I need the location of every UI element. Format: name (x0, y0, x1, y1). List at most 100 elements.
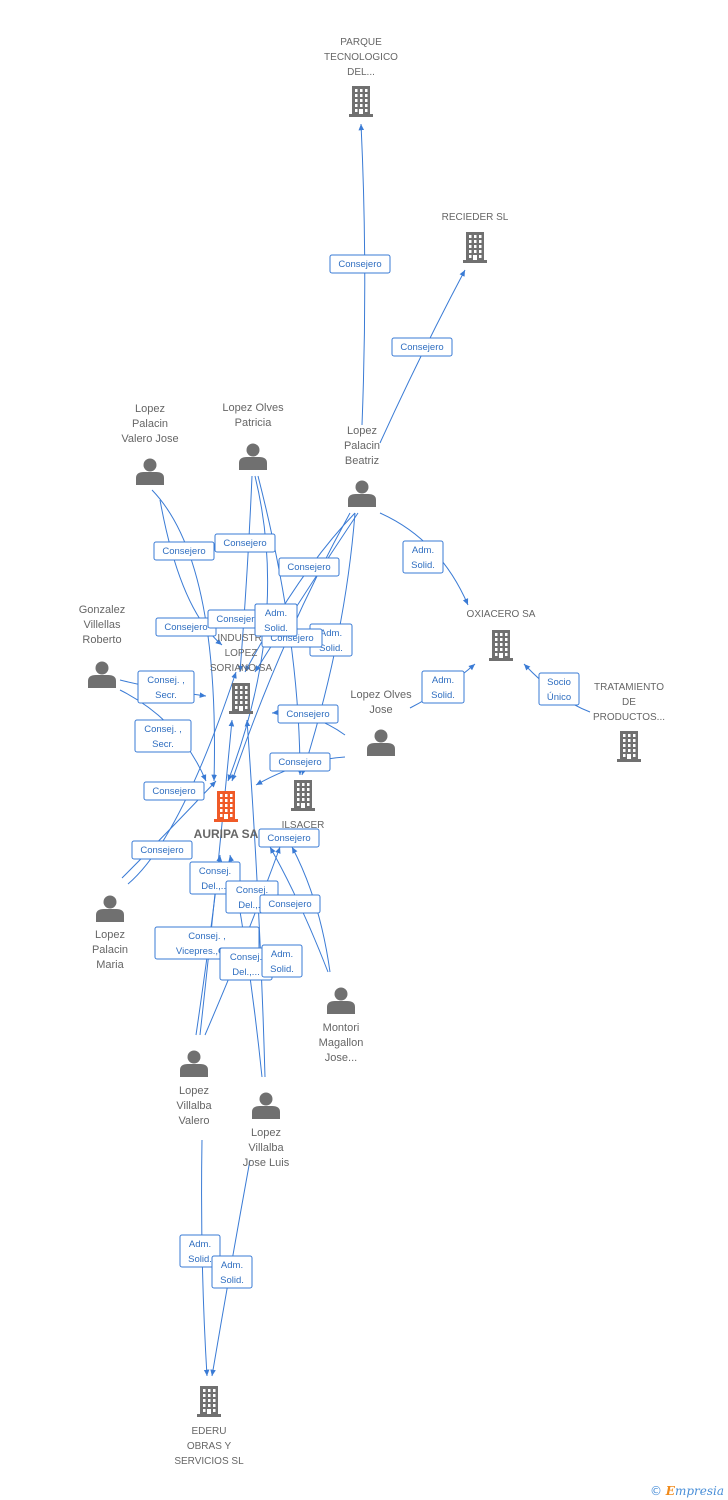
edge-label-olves_patricia-to-industrias[interactable]: Consejero (214, 533, 276, 553)
person-icon[interactable] (96, 895, 124, 923)
node-parque[interactable]: PARQUETECNOLOGICODEL... (324, 37, 398, 117)
person-icon[interactable] (88, 661, 116, 689)
edge-label-villalba_jose_luis-to-ederu[interactable]: Adm.Solid. (211, 1255, 253, 1289)
edge-label-text-4-1: Único (547, 692, 571, 703)
node-label-palacin_beatriz-line-1: Palacin (344, 440, 380, 452)
building-icon[interactable] (489, 630, 513, 661)
node-label-valero_jose-line-0: Lopez (135, 403, 165, 415)
node-label-olves_patricia-line-0: Lopez Olves (222, 402, 284, 414)
edge-label-text-23-0: Consejero (268, 899, 311, 910)
edge-label-text-24-0: Consejero (267, 833, 310, 844)
edge-label-villalba_valero-to-ederu[interactable]: Adm.Solid. (179, 1234, 221, 1268)
edge-label-text-13-1: Secr. (155, 690, 177, 701)
person-icon[interactable] (367, 729, 395, 757)
person-icon[interactable] (136, 458, 164, 486)
building-icon[interactable] (349, 86, 373, 117)
node-label-villalba_jose_luis-line-2: Jose Luis (243, 1157, 290, 1169)
edge-label-palacin_maria-to-industrias[interactable]: Consejero (131, 840, 193, 860)
node-label-montori-line-1: Magallon (319, 1037, 364, 1049)
node-label-villalba_valero-line-0: Lopez (179, 1085, 209, 1097)
edge-label-palacin_beatriz-to-industrias[interactable]: Consejero (278, 557, 340, 577)
node-label-olves_patricia-line-1: Patricia (235, 417, 273, 429)
edge-label-text-28-1: Solid. (264, 623, 288, 634)
node-tratamiento[interactable]: TRATAMIENTODEPRODUCTOS... (593, 682, 665, 762)
node-label-ilsacer-line-0: ILSACER (282, 820, 325, 831)
node-label-palacin_maria-line-0: Lopez (95, 929, 125, 941)
edge-label-palacin_beatriz-to-recieder[interactable]: Consejero (391, 337, 453, 357)
node-oxiacero[interactable]: OXIACERO SA (467, 609, 536, 661)
building-icon[interactable] (197, 1386, 221, 1417)
node-label-auripa-line-0: AURIPA SA (194, 827, 259, 841)
node-label-villalba_jose_luis-line-0: Lopez (251, 1127, 281, 1139)
node-label-valero_jose-line-2: Valero Jose (121, 433, 178, 445)
edge-label-montori-to-ilsacer[interactable]: Consejero (259, 894, 321, 914)
edge-label-text-19-1: Del.,... (201, 881, 228, 892)
edge-label-villalba_valero-to-ilsacer[interactable]: Adm.Solid. (261, 944, 303, 978)
node-label-gonzalez-line-0: Gonzalez (79, 604, 125, 616)
node-recieder[interactable]: RECIEDER SL (442, 212, 509, 263)
edge-label-text-4-0: Socio (547, 677, 571, 688)
node-label-industrias-line-2: SORIANO SA (210, 663, 273, 674)
person-icon[interactable] (180, 1050, 208, 1078)
node-label-montori-line-0: Montori (323, 1022, 360, 1034)
edge-label-olves_jose-to-oxiacero[interactable]: Adm.Solid. (421, 670, 465, 704)
edge-label-text-11-0: Adm. (320, 628, 342, 639)
node-ilsacer[interactable]: ILSACER (282, 780, 325, 831)
edge-label-palacin_maria-to-auripa[interactable]: Consejero (143, 781, 205, 801)
edge-palacin_maria-to-industrias (127, 671, 237, 885)
edge-label-palacin_beatriz-to-oxiacero[interactable]: Adm.Solid. (402, 540, 444, 574)
edge-label-olves_jose-to-auripa[interactable]: Consejero (269, 752, 331, 772)
edge-label-text-16-0: Consejero (278, 757, 321, 768)
person-icon[interactable] (252, 1092, 280, 1120)
edge-label-text-25-0: Adm. (271, 949, 293, 960)
edge-label-palacin_beatriz-to-industrias[interactable]: Adm. Solid. (254, 603, 298, 637)
edge-label-palacin_beatriz-to-parque[interactable]: Consejero (329, 254, 391, 274)
edge-label-montori-to-auripa[interactable]: Consejero (258, 828, 320, 848)
edge-label-text-26-1: Solid. (188, 1254, 212, 1265)
node-montori[interactable]: MontoriMagallonJose... (319, 987, 364, 1065)
edge-label-gonzalez-to-industrias[interactable]: Consej. , Secr. (137, 670, 195, 704)
edge-label-text-3-1: Solid. (431, 690, 455, 701)
building-icon[interactable] (291, 780, 315, 811)
edge-palacin_beatriz-to-industrias (254, 512, 359, 673)
node-label-tratamiento-line-2: PRODUCTOS... (593, 712, 665, 723)
person-icon[interactable] (348, 480, 376, 508)
building-icon[interactable] (463, 232, 487, 263)
node-label-palacin_maria-line-2: Maria (96, 959, 124, 971)
edge-label-gonzalez-to-auripa[interactable]: Consej. ,Secr. (134, 719, 192, 753)
node-label-industrias-line-1: LOPEZ (225, 648, 258, 659)
node-label-parque-line-0: PARQUE (340, 37, 382, 48)
building-icon[interactable] (617, 731, 641, 762)
edge-label-text-1-0: Consejero (400, 342, 443, 353)
person-icon[interactable] (327, 987, 355, 1015)
main-company-building-icon[interactable] (214, 791, 238, 822)
node-label-parque-line-2: DEL... (347, 67, 375, 78)
node-auripa[interactable]: AURIPA SA (194, 791, 259, 841)
building-icon[interactable] (229, 683, 253, 714)
person-icon[interactable] (239, 443, 267, 471)
edge-label-text-20-0: Consej. , (188, 931, 226, 942)
edge-label-text-28-0: Adm. (265, 608, 287, 619)
edge-label-olves_jose-to-industrias[interactable]: Consejero (277, 704, 339, 724)
edge-label-text-13-0: Consej. , (147, 675, 185, 686)
node-label-villalba_valero-line-2: Valero (179, 1115, 210, 1127)
edge-label-valero_jose-to-auripa[interactable]: Consejero (153, 541, 215, 561)
edge-label-text-15-0: Consejero (286, 709, 329, 720)
node-label-palacin_beatriz-line-0: Lopez (347, 425, 377, 437)
edge-label-text-11-1: Solid. (319, 643, 343, 654)
edge-label-valero_jose-to-industrias[interactable]: Consejero (155, 617, 217, 637)
edge-label-text-9-0: Consejero (287, 562, 330, 573)
empresia-brand[interactable]: © Empresia (650, 1484, 724, 1498)
edge-palacin_beatriz-to-parque (358, 123, 366, 426)
